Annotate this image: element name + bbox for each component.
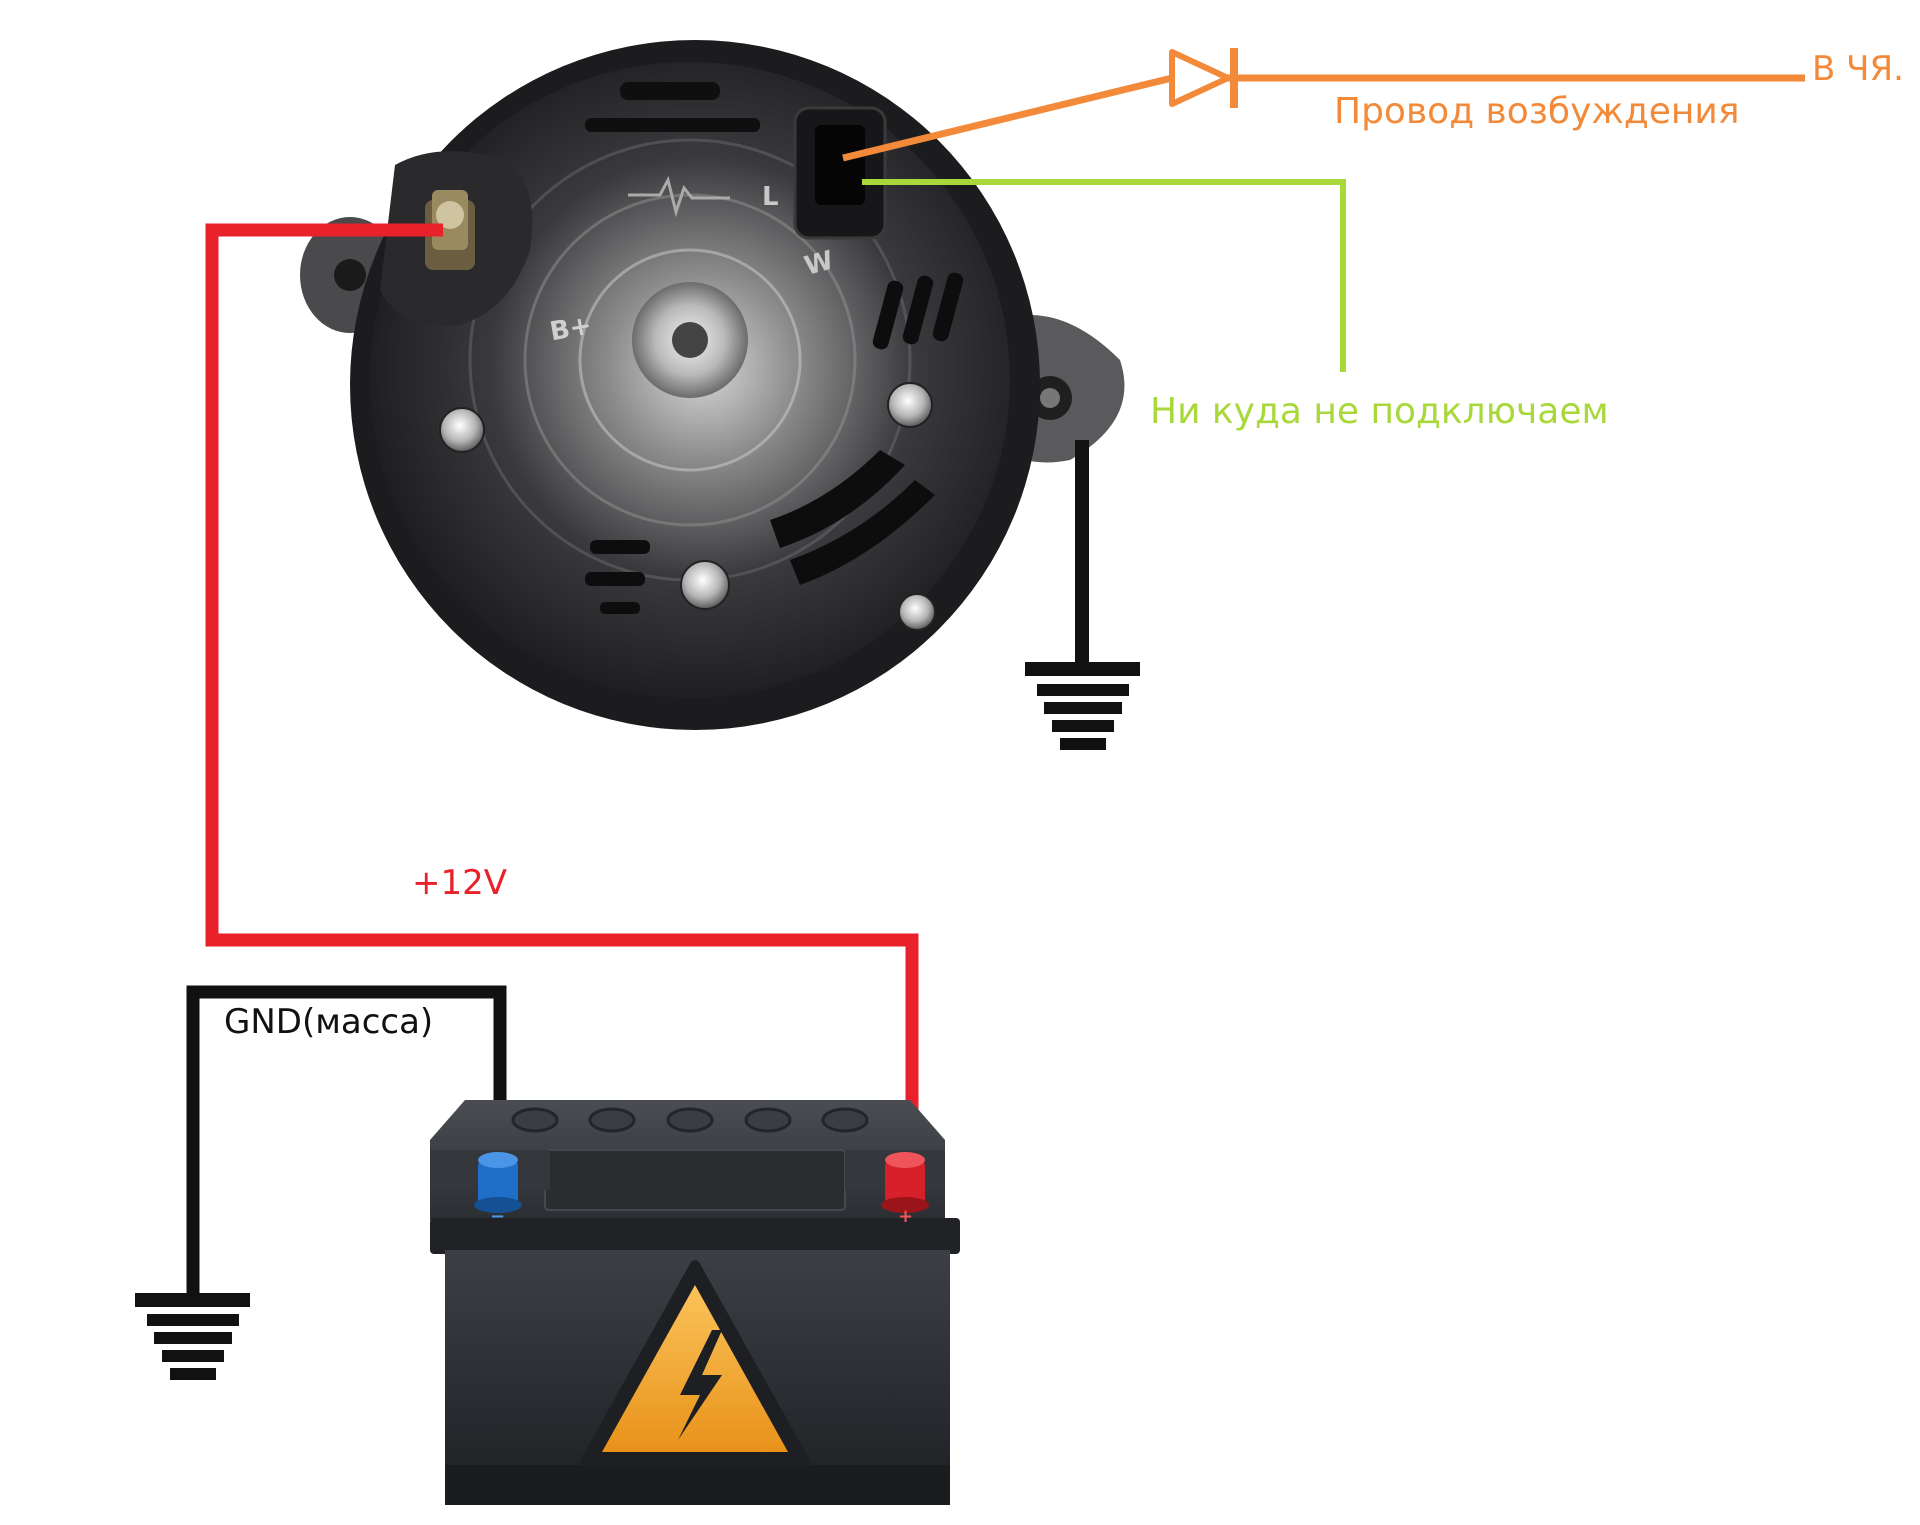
to-tachometer-label: В ЧЯ. [1812, 49, 1904, 89]
battery-plus-terminal [881, 1152, 929, 1213]
battery-minus-terminal [474, 1152, 522, 1213]
not-connected-label: Ни куда не подключаем [1150, 391, 1609, 432]
mount-hole-left [334, 259, 366, 291]
ground-wire [186, 985, 507, 1300]
battery: − + [430, 1100, 960, 1505]
excitation-wire-label: Провод возбуждения [1334, 91, 1740, 132]
ground-symbol-battery [135, 1293, 250, 1380]
l-w-connector [793, 106, 887, 240]
terminal-l-label: L [762, 182, 779, 212]
vent-slots-right [770, 272, 964, 585]
positive-wire [205, 223, 919, 1200]
housing-bolts [439, 382, 936, 631]
unused-w-wire [862, 179, 1346, 372]
excitation-wire [842, 48, 1805, 162]
high-voltage-warning-icon [580, 1260, 810, 1467]
terminal-b-plus-label: B+ [548, 311, 594, 348]
alternator: B+ L W [300, 40, 1125, 730]
plus-12v-label: +12V [412, 863, 508, 903]
battery-minus-mark: − [490, 1206, 505, 1227]
diode-symbol [1169, 48, 1238, 108]
ground-symbol-alternator [1025, 662, 1140, 750]
ground-label: GND(масса) [224, 1002, 434, 1042]
battery-plus-mark: + [898, 1206, 913, 1227]
b-plus-terminal [380, 151, 533, 326]
